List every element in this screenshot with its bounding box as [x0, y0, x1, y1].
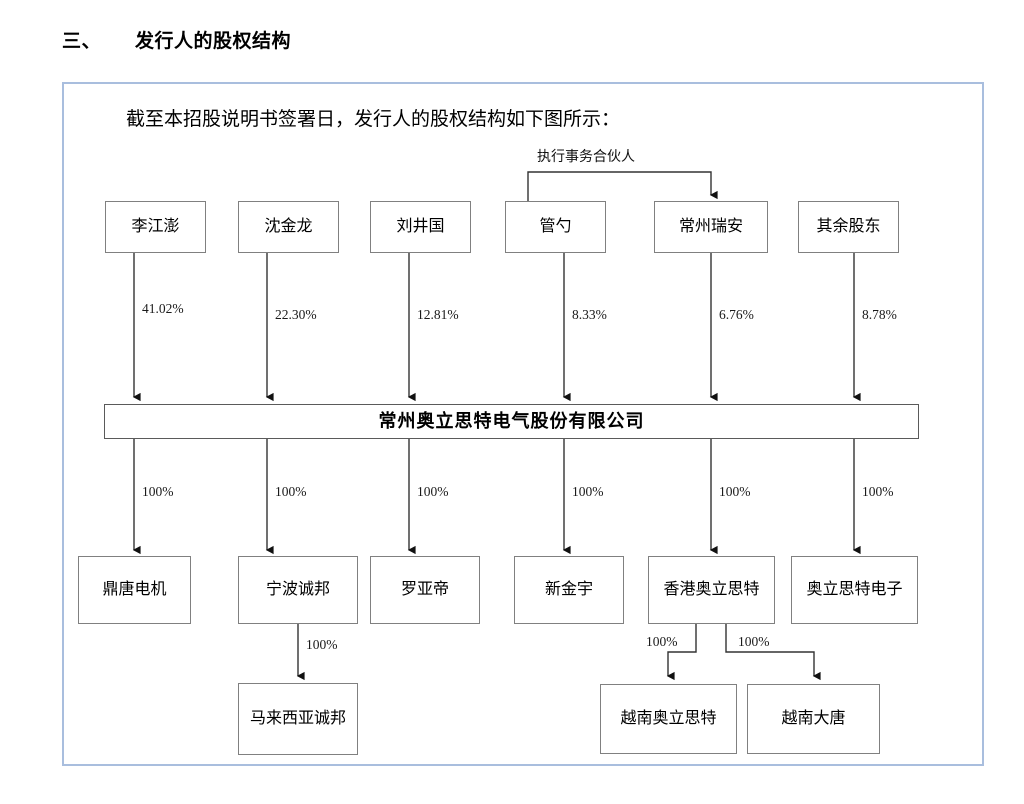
node-label: 鼎唐电机 — [102, 581, 167, 599]
edge-label-shareholder-4: 8.33% — [572, 307, 607, 322]
edge-label-subsidiary-1: 100% — [142, 484, 174, 499]
node-label: 香港奥立思特 — [663, 581, 760, 599]
node-shareholder-5[interactable]: 常州瑞安 — [654, 201, 768, 253]
node-shareholder-4[interactable]: 管勺 — [505, 201, 606, 253]
edge-label-shareholder-1: 41.02% — [142, 301, 184, 316]
node-label: 常州瑞安 — [678, 218, 743, 236]
figure-caption: 截至本招股说明书签署日，发行人的股权结构如下图所示： — [126, 109, 621, 130]
edge-label-subsidiary-5: 100% — [719, 484, 751, 499]
node-label: 奥立思特电子 — [806, 581, 903, 599]
section-number: 三、 — [62, 31, 102, 52]
edge-label-subsidiary-4: 100% — [572, 484, 604, 499]
node-label: 越南大唐 — [781, 710, 846, 728]
node-shareholder-2[interactable]: 沈金龙 — [238, 201, 339, 253]
node-subsidiary-4[interactable]: 新金宇 — [514, 556, 624, 624]
edge-label-grandchild-3: 100% — [738, 634, 770, 649]
page-title: 三、 发行人的股权结构 — [62, 26, 291, 53]
node-subsidiary-6[interactable]: 奥立思特电子 — [791, 556, 918, 624]
edge-label-grandchild-1: 100% — [306, 637, 338, 652]
node-label: 罗亚帝 — [400, 581, 449, 599]
node-shareholder-6[interactable]: 其余股东 — [798, 201, 899, 253]
ownership-structure-diagram: 执行事务合伙人 李江澎 沈金龙 刘井国 管勺 常州瑞安 其余股东 41.02% … — [64, 84, 986, 768]
edge-label-shareholder-2: 22.30% — [275, 307, 317, 322]
node-grandchild-3[interactable]: 越南大唐 — [747, 684, 880, 754]
node-shareholder-3[interactable]: 刘井国 — [370, 201, 471, 253]
figure-frame: 截至本招股说明书签署日，发行人的股权结构如下图所示： — [62, 82, 984, 766]
node-subsidiary-1[interactable]: 鼎唐电机 — [78, 556, 191, 624]
node-label: 刘井国 — [396, 218, 445, 236]
edge-label-subsidiary-6: 100% — [862, 484, 894, 499]
node-label: 常州奥立思特电气股份有限公司 — [378, 410, 645, 431]
node-subsidiary-3[interactable]: 罗亚帝 — [370, 556, 480, 624]
node-label: 宁波诚邦 — [265, 581, 330, 599]
relation-label-executive-partner: 执行事务合伙人 — [537, 150, 635, 165]
edge-label-subsidiary-3: 100% — [417, 484, 449, 499]
section-title-text: 发行人的股权结构 — [135, 31, 292, 52]
edge-label-shareholder-3: 12.81% — [417, 307, 459, 322]
node-grandchild-2[interactable]: 越南奥立思特 — [600, 684, 737, 754]
node-label: 新金宇 — [544, 581, 593, 599]
edge-label-subsidiary-2: 100% — [275, 484, 307, 499]
node-label: 其余股东 — [816, 218, 881, 236]
node-shareholder-1[interactable]: 李江澎 — [105, 201, 206, 253]
node-grandchild-1[interactable]: 马来西亚诚邦 — [238, 683, 358, 755]
node-label: 马来西亚诚邦 — [249, 710, 346, 728]
edge-label-grandchild-2: 100% — [646, 634, 678, 649]
node-subsidiary-2[interactable]: 宁波诚邦 — [238, 556, 358, 624]
edge-label-shareholder-5: 6.76% — [719, 307, 754, 322]
node-subsidiary-5[interactable]: 香港奥立思特 — [648, 556, 775, 624]
node-issuer-company[interactable]: 常州奥立思特电气股份有限公司 — [104, 404, 919, 439]
node-label: 管勺 — [539, 218, 572, 236]
edge-label-shareholder-6: 8.78% — [862, 307, 897, 322]
node-label: 越南奥立思特 — [620, 710, 717, 728]
node-label: 沈金龙 — [264, 218, 313, 236]
node-label: 李江澎 — [131, 218, 180, 236]
